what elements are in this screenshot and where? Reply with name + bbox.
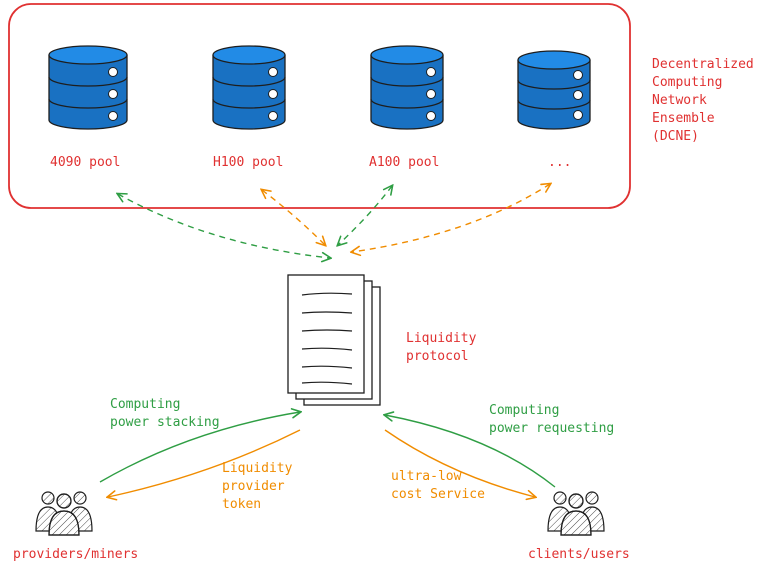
computing-power-requesting-label: Computing power requesting [489,402,614,438]
dcne-title-line: (DCNE) [652,129,699,144]
clients-label: clients/users [528,547,630,562]
protocol-label-line: Liquidity [406,331,477,346]
document-stack-icon [287,274,381,406]
computing-power-stacking-label: Computing power stacking [110,396,220,432]
label-line: Computing [110,397,181,412]
pool-other-database-icon [517,50,591,130]
protocol-label: Liquidity protocol [406,330,476,366]
arrow-protocol-to-providers [108,429,301,497]
label-line: power stacking [110,415,220,430]
dcne-title: Decentralized Computing Network Ensemble… [652,56,754,146]
ultra-low-cost-service-label: ultra-low cost Service [391,468,485,504]
label-line: Computing [489,403,560,418]
arrow-4090-protocol [118,194,330,258]
label-line: Liquidity [222,461,293,476]
arrow-h100-protocol [262,190,325,245]
label-line: token [222,497,262,512]
arrow-other-protocol [352,184,550,252]
dcne-title-line: Decentralized [652,57,754,72]
arrow-a100-protocol [338,186,392,245]
pool-label-4090: 4090 pool [50,155,121,170]
arrow-providers-to-protocol [99,412,300,483]
pool-4090-database-icon [48,45,128,130]
label-line: power requesting [489,421,615,436]
providers-user-group-icon [35,491,93,536]
arrow-clients-to-protocol [385,415,556,488]
pool-label-other: ... [548,155,572,170]
dcne-title-line: Ensemble [652,111,715,126]
pool-label-a100: A100 pool [369,155,440,170]
arrow-protocol-to-clients [384,429,535,497]
pool-h100-database-icon [212,45,286,130]
pool-label-h100: H100 pool [213,155,284,170]
protocol-label-line: protocol [406,349,469,364]
label-line: ultra-low [391,469,462,484]
dcne-title-line: Network [652,93,707,108]
liquidity-provider-token-label: Liquidity provider token [222,460,292,514]
dcne-title-line: Computing [652,75,723,90]
label-line: provider [222,479,285,494]
providers-label: providers/miners [13,547,139,562]
label-line: cost Service [391,487,485,502]
clients-user-group-icon [547,491,605,536]
pool-a100-database-icon [370,45,444,130]
